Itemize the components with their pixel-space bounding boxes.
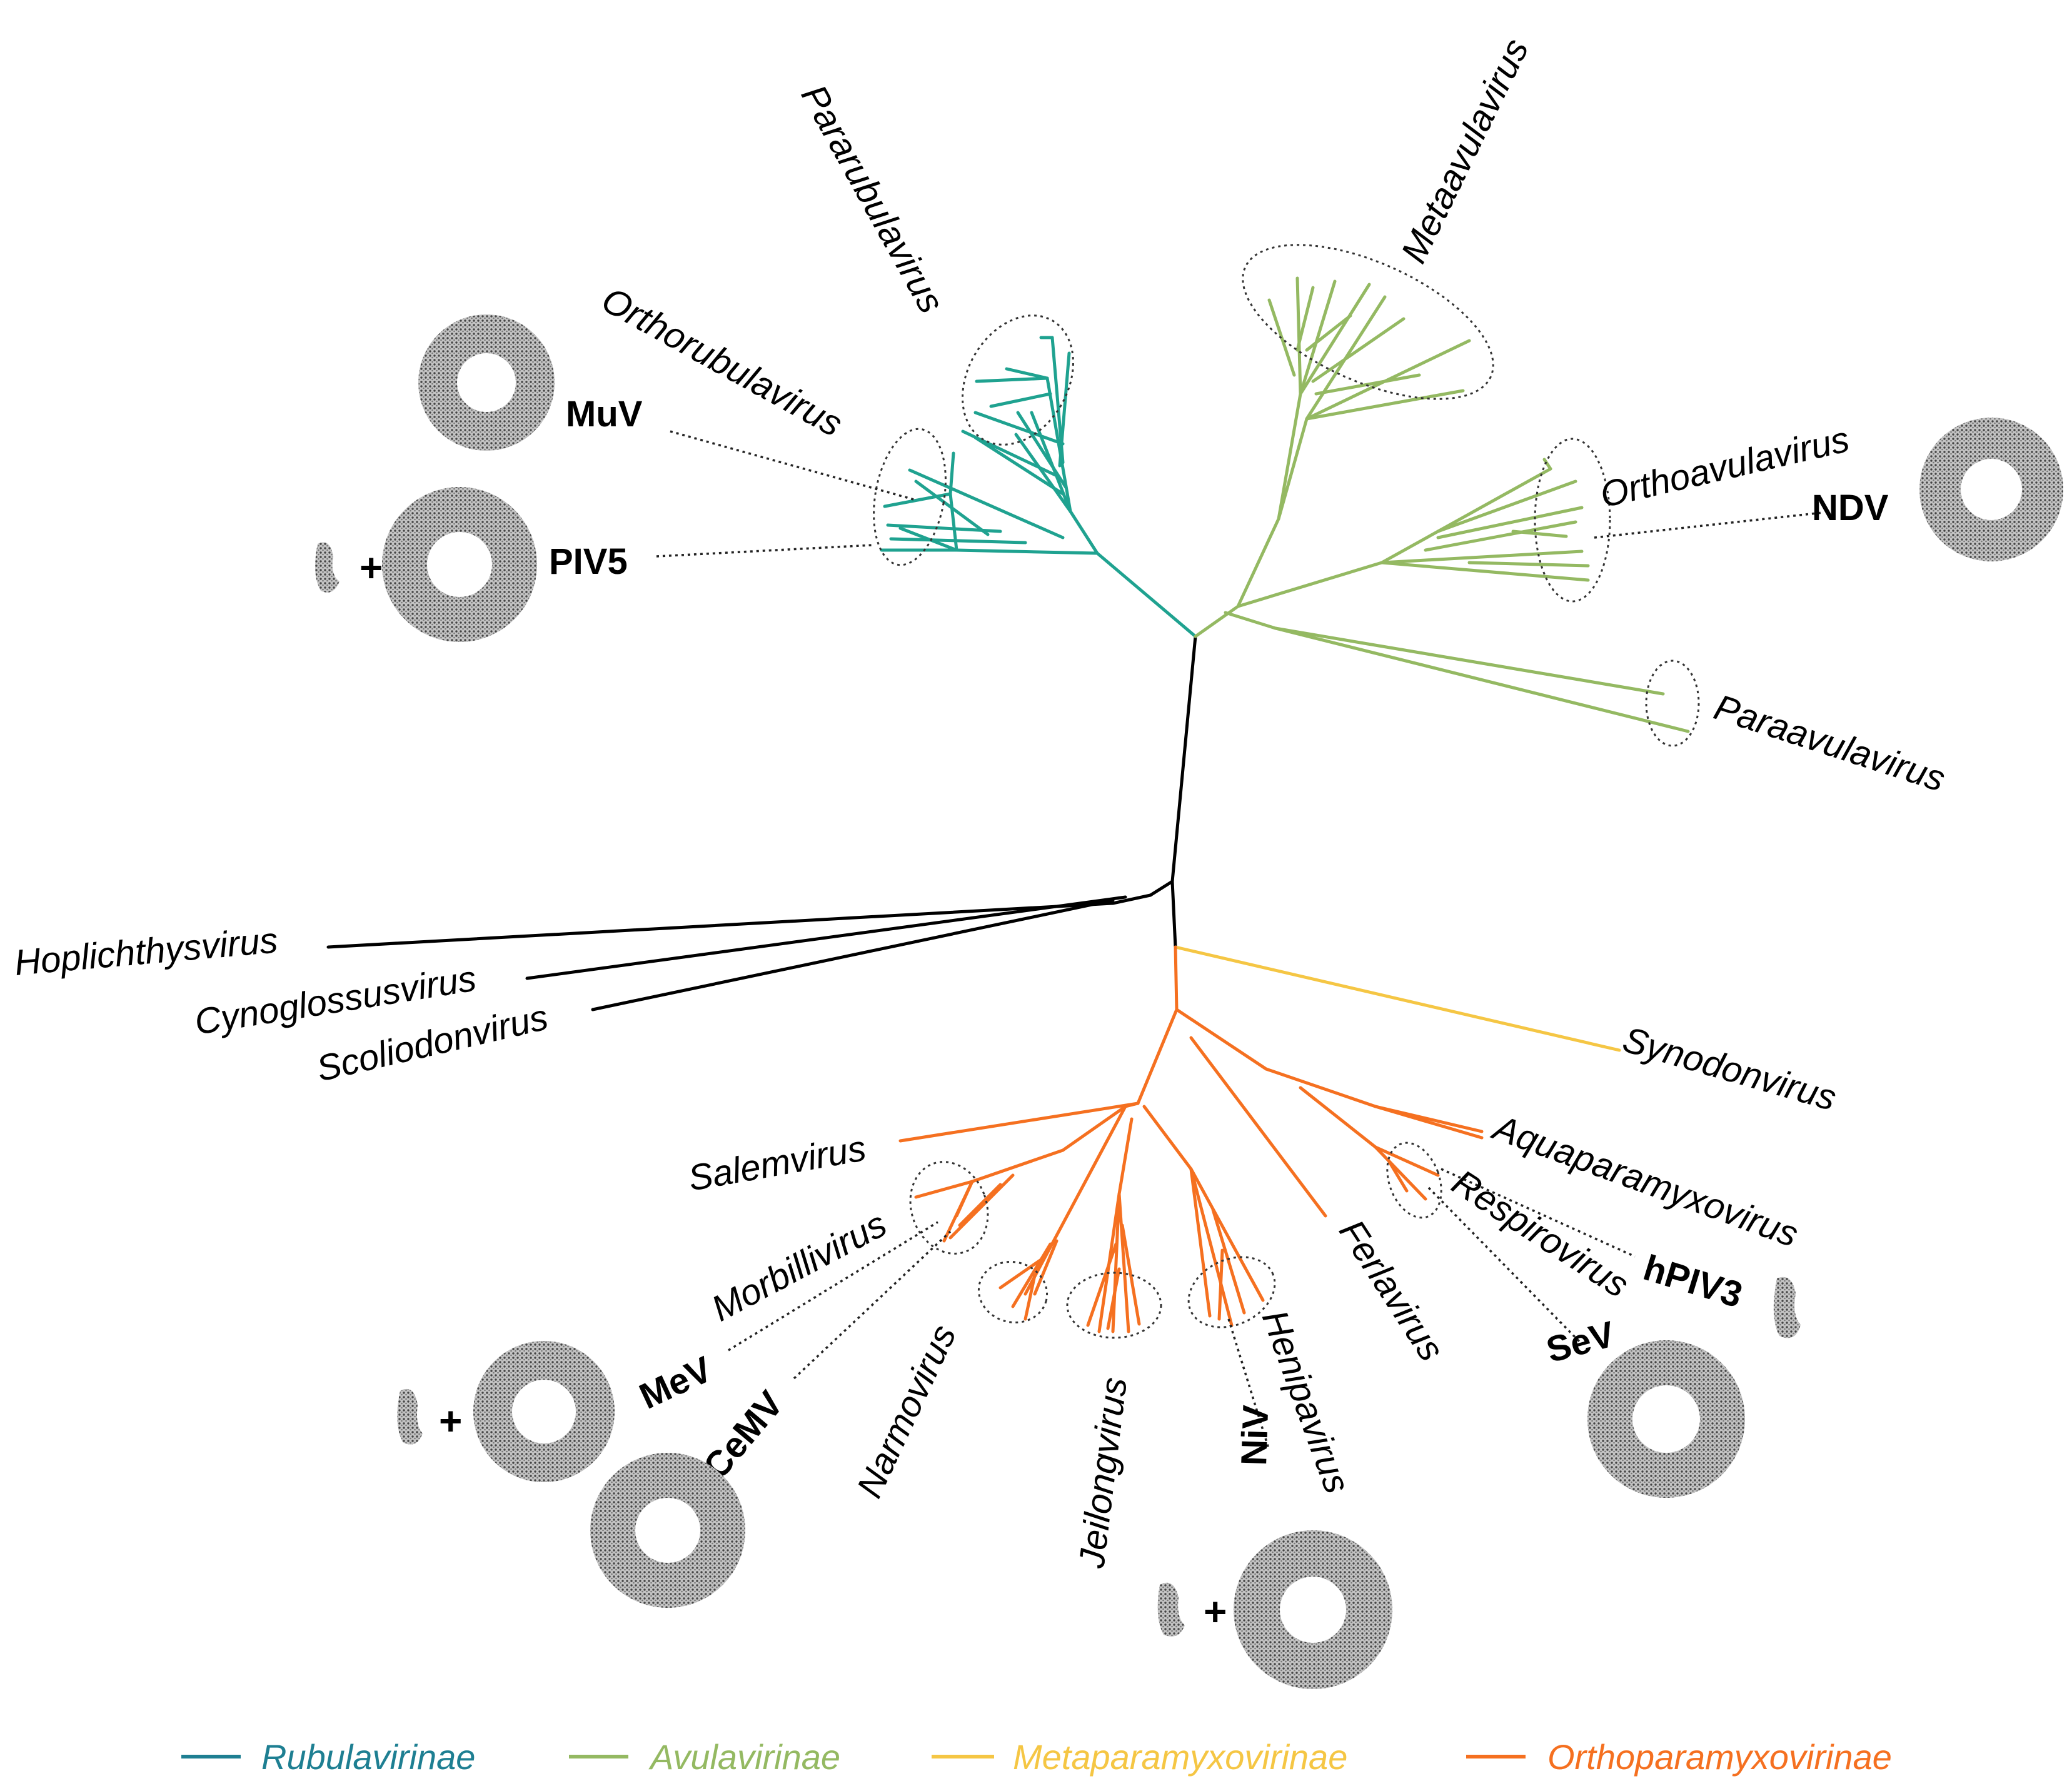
plus-sign: + [439, 1398, 462, 1443]
paraavulavirus-clade-outline [1645, 660, 1700, 747]
nucleocapsid-ring-icon [473, 1341, 615, 1482]
jeilongvirus-clade-outline [1066, 1272, 1162, 1339]
avulavirinae-branches [1194, 276, 1690, 733]
orthoparamyxovirinae-branches [898, 945, 1484, 1333]
label-hpiv3: hPIV3 [1639, 1247, 1747, 1315]
label-ferlavirus: Ferlavirus [1331, 1213, 1452, 1368]
nucleocapsid-ring-icon [1919, 418, 2063, 561]
label-henipavirus: Henipavirus [1254, 1305, 1358, 1498]
nucleocapsid-ring-icon [382, 487, 537, 642]
legend-label-rubulavirinae: Rubulavirinae [261, 1737, 475, 1777]
label-morbillivirus: Morbillivirus [705, 1203, 893, 1329]
protomer-icon [1157, 1582, 1185, 1637]
nucleocapsid-ring-icon [590, 1453, 745, 1608]
protomer-icon [1773, 1277, 1801, 1338]
label-sev: SeV [1542, 1313, 1619, 1370]
respirovirus-clade-outline [1386, 1141, 1442, 1219]
legend-item-orthoparamyxovirinae: Orthoparamyxovirinae [1466, 1737, 1892, 1777]
label-narmovirus: Narmovirus [849, 1318, 964, 1503]
legend-item-rubulavirinae: Rubulavirinae [181, 1737, 475, 1777]
nucleocapsid-ring-icon [1234, 1530, 1392, 1689]
legend-label-orthoparamyxovirinae: Orthoparamyxovirinae [1547, 1737, 1892, 1777]
legend-label-avulavirinae: Avulavirinae [648, 1737, 840, 1777]
pararubulavirus-clade-outline [962, 314, 1074, 446]
label-muv: MuV [566, 394, 643, 434]
orthorubulavirus-clade-outline [873, 428, 947, 566]
plus-sign: + [1204, 1589, 1227, 1634]
genus-labels: Pararubulavirus Orthorubulavirus Metaavu… [13, 33, 1949, 1571]
virus-labels: MuV PIV5 NDV MeV CeMV NiV SeV hPIV3 [549, 394, 1889, 1487]
protomer-icon [315, 542, 339, 593]
label-pararubulavirus: Pararubulavirus [793, 78, 952, 320]
narmovirus-clade-outline [977, 1260, 1049, 1324]
legend: Rubulavirinae Avulavirinae Metaparamyxov… [181, 1737, 1892, 1777]
nucleocapsid-ring-icon [1587, 1340, 1745, 1498]
structure-icons: + + + [315, 314, 2063, 1689]
label-synodonvirus: Synodonvirus [1618, 1019, 1841, 1118]
label-jeilongvirus: Jeilongvirus [1071, 1375, 1135, 1571]
plus-sign: + [360, 545, 383, 590]
clade-highlights [873, 244, 1700, 1339]
rubulavirinae-branches [880, 336, 1197, 638]
henipavirus-clade-outline [1187, 1256, 1276, 1328]
legend-item-metaparamyxovirinae: Metaparamyxovirinae [932, 1737, 1347, 1777]
protomer-icon [397, 1388, 423, 1445]
label-piv5: PIV5 [549, 541, 628, 582]
orthoavulavirus-clade-outline [1534, 438, 1611, 603]
label-ndv: NDV [1812, 488, 1889, 528]
label-metaavulavirus: Metaavulavirus [1393, 33, 1536, 269]
label-salemvirus: Salemvirus [685, 1128, 869, 1199]
legend-item-avulavirinae: Avulavirinae [569, 1737, 840, 1777]
label-mev: MeV [633, 1348, 718, 1417]
label-niv: NiV [1234, 1404, 1276, 1466]
metaavulavirus-clade-outline [1242, 244, 1494, 400]
nucleocapsid-ring-icon [418, 314, 555, 451]
label-hoplichthysvirus: Hoplichthysvirus [13, 920, 279, 983]
label-paraavulavirus: Paraavulavirus [1709, 687, 1950, 800]
leader-lines [656, 430, 1823, 1451]
metaparamyxovirinae-branches [1174, 945, 1621, 1052]
morbillivirus-clade-outline [909, 1161, 989, 1255]
legend-label-metaparamyxovirinae: Metaparamyxovirinae [1013, 1737, 1347, 1777]
backbone-branches [326, 635, 1197, 1011]
